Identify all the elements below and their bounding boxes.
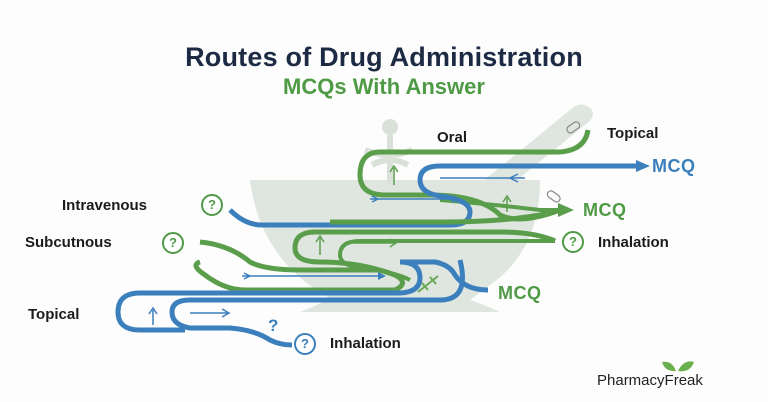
leaf-icon <box>662 361 694 372</box>
label-topical-top: Topical <box>607 125 659 142</box>
label-inhalation-bottom: Inhalation <box>330 335 401 352</box>
output-mcq-top: MCQ <box>652 156 696 176</box>
question-mark-icon: ? <box>268 316 279 335</box>
brand-name-part2: Freak <box>664 372 703 389</box>
label-intravenous: Intravenous <box>62 197 148 214</box>
subcutaneous-route-path <box>193 229 557 293</box>
question-icon: ? <box>201 194 223 216</box>
page-subtitle: MCQs With Answer <box>283 74 485 99</box>
topical-route-path <box>115 259 489 333</box>
question-icon: ? <box>162 232 184 254</box>
capsule-icon <box>546 121 581 203</box>
page-title: Routes of Drug Administration <box>185 42 583 72</box>
output-mcq-bottom: MCQ <box>498 283 542 303</box>
brand-name-part1: Pharmacy <box>597 372 665 389</box>
syringe-icon <box>417 275 439 293</box>
question-icon: ? <box>562 231 584 253</box>
label-topical-left: Topical <box>28 306 80 323</box>
intravenous-route-path <box>228 163 640 228</box>
brand-logo: PharmacyFreak <box>597 372 703 389</box>
question-icon: ? <box>294 333 316 355</box>
label-oral: Oral <box>437 129 468 146</box>
oral-route-path <box>357 129 591 222</box>
label-inhalation-right: Inhalation <box>598 234 669 251</box>
label-subcutnous: Subcutnous <box>25 234 112 251</box>
inhalation-route-path <box>169 259 465 348</box>
output-mcq-mid: MCQ <box>583 200 627 220</box>
